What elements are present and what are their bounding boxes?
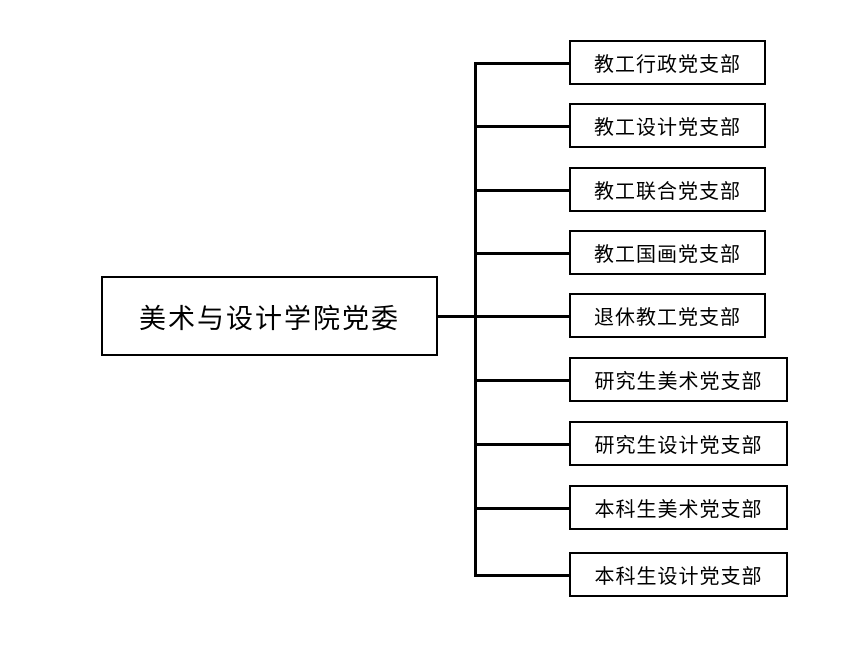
- child-node-label: 教工联合党支部: [594, 179, 741, 203]
- branch-connector-2: [474, 125, 569, 128]
- child-node-2[interactable]: 教工设计党支部: [569, 103, 766, 148]
- root-to-trunk-connector: [437, 315, 477, 318]
- child-node-label: 教工设计党支部: [594, 115, 741, 139]
- child-node-5[interactable]: 退休教工党支部: [569, 293, 766, 338]
- child-node-label: 研究生美术党支部: [594, 369, 763, 393]
- child-node-label: 研究生设计党支部: [594, 433, 763, 457]
- vertical-trunk-line: [474, 62, 477, 577]
- child-node-label: 退休教工党支部: [594, 305, 741, 329]
- branch-connector-7: [474, 443, 569, 446]
- branch-connector-1: [474, 62, 569, 65]
- child-node-label: 教工行政党支部: [594, 52, 741, 76]
- root-node-party-committee[interactable]: 美术与设计学院党委: [101, 276, 438, 356]
- child-node-label: 本科生设计党支部: [594, 564, 763, 588]
- child-node-8[interactable]: 本科生美术党支部: [569, 485, 788, 530]
- child-node-6[interactable]: 研究生美术党支部: [569, 357, 788, 402]
- root-node-label: 美术与设计学院党委: [139, 303, 400, 335]
- branch-connector-6: [474, 379, 569, 382]
- child-node-label: 本科生美术党支部: [594, 497, 763, 521]
- child-node-4[interactable]: 教工国画党支部: [569, 230, 766, 275]
- branch-connector-9: [474, 574, 569, 577]
- branch-connector-3: [474, 189, 569, 192]
- child-node-7[interactable]: 研究生设计党支部: [569, 421, 788, 466]
- branch-connector-5: [474, 315, 569, 318]
- child-node-3[interactable]: 教工联合党支部: [569, 167, 766, 212]
- branch-connector-4: [474, 252, 569, 255]
- child-node-9[interactable]: 本科生设计党支部: [569, 552, 788, 597]
- child-node-1[interactable]: 教工行政党支部: [569, 40, 766, 85]
- branch-connector-8: [474, 507, 569, 510]
- child-node-label: 教工国画党支部: [594, 242, 741, 266]
